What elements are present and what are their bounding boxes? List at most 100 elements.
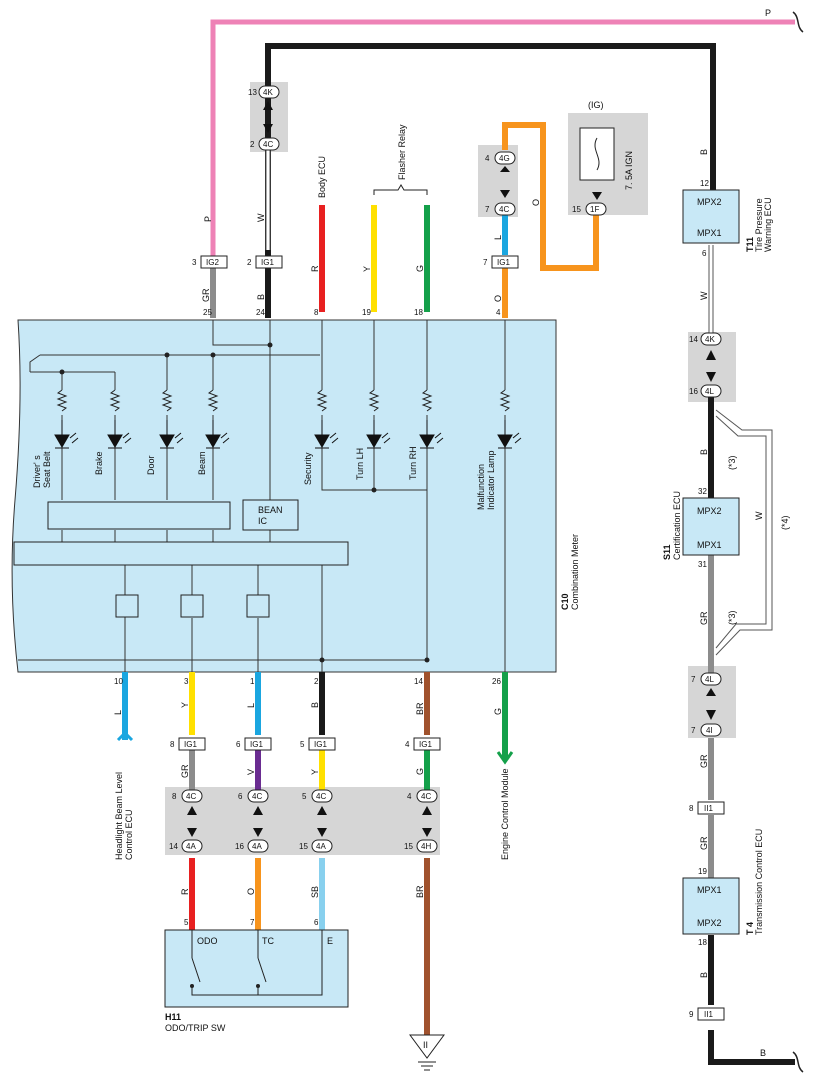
wire-label-v-b: V (246, 769, 256, 775)
pin-4h-b4: 15 (404, 842, 413, 851)
wire-label-g-b: G (415, 768, 425, 775)
pin-4l-right2: 7 (691, 675, 696, 684)
meter-bus-bar (13, 541, 349, 566)
note-3b: (*3) (727, 610, 737, 625)
wire-label-gr-right: GR (699, 611, 709, 625)
wire-end-break-p (792, 11, 804, 33)
wire-label-l-headlight: L (113, 710, 123, 715)
wire-label-r-odo: R (180, 888, 190, 895)
t4-code: T 4 (745, 922, 755, 935)
led-icons (54, 420, 522, 449)
lamp-label-door: Door (146, 455, 156, 475)
tc-label: TC (262, 936, 274, 946)
headlight-ecu-label-1: Headlight Beam Level (114, 772, 124, 860)
connector-4a-b3: 4A (316, 842, 326, 851)
pin-b-ig1-1: 8 (170, 740, 175, 749)
flasher-relay-label: Flasher Relay (397, 124, 407, 180)
lamp-label-turn-lh: Turn LH (355, 448, 365, 480)
pin-4g-top: 4 (485, 154, 490, 163)
arrow-headlight (116, 730, 134, 742)
wire-orange-o-loop (502, 122, 599, 271)
t4-ecu-box (682, 877, 740, 935)
connector-ig2: IG2 (206, 258, 219, 267)
s11-pin-top: 32 (698, 487, 707, 496)
pin-4c-top: 2 (250, 140, 255, 149)
pin-4l-right: 16 (689, 387, 698, 396)
lamp-label-mil-1: Malfunction (476, 464, 486, 510)
connector-4a-b2: 4A (252, 842, 262, 851)
pin-m19: 19 (362, 308, 371, 317)
note-4: (*4) (780, 515, 790, 530)
connector-4c-top2: 4C (499, 205, 509, 214)
connector-ig1-a: IG1 (261, 258, 274, 267)
pin-4c-b2: 6 (238, 792, 243, 801)
switch-box-3 (246, 594, 270, 618)
pin-4k-right: 14 (689, 335, 698, 344)
pin-ig1-top-a: 2 (247, 258, 252, 267)
pin-4c-top2: 7 (485, 205, 490, 214)
wire-label-br-ground: BR (415, 885, 425, 898)
body-ecu-label: Body ECU (317, 156, 327, 198)
connector-ig1-b4: IG1 (419, 740, 432, 749)
wire-label-sb-e: SB (310, 886, 320, 898)
wire-white-bypass (715, 409, 773, 656)
wire-color-labels: P B P W R Y G O L O GR B B W B W GR GR G… (113, 8, 771, 1058)
pin-4a-b1: 14 (169, 842, 178, 851)
t11-top-port: MPX2 (697, 197, 722, 207)
wire-label-o-meter: O (493, 295, 503, 302)
s11-bottom-port: MPX1 (697, 540, 722, 550)
t11-code: T11 (745, 237, 755, 252)
meter-pin-numbers: 25 24 8 19 18 4 10 3 1 2 14 26 5 7 6 (114, 308, 501, 927)
connector-ii1-a: II1 (704, 804, 713, 813)
pin-m14: 14 (414, 677, 423, 686)
pin-m10: 10 (114, 677, 123, 686)
wire-label-b-top: B (256, 294, 266, 300)
resistors (56, 389, 511, 412)
wire-label-br-b: BR (415, 702, 425, 715)
pin-odo-6: 6 (314, 918, 319, 927)
ground-symbol (409, 1034, 445, 1071)
wire-label-gr-b: GR (180, 764, 190, 778)
pin-m25: 25 (203, 308, 212, 317)
odo-label: ODO (197, 936, 218, 946)
ground-label: II (423, 1040, 428, 1050)
meter-code: C10 (560, 593, 570, 610)
headlight-ecu-label-2: Control ECU (124, 809, 134, 860)
meter-name: Combination Meter (570, 534, 580, 610)
pin-b-ig1-3: 5 (300, 740, 305, 749)
wire-label-gr-right-2: GR (699, 754, 709, 768)
wire-pink-p (210, 19, 795, 312)
bean-ic-box (242, 499, 299, 531)
pin-4i-right: 7 (691, 726, 696, 735)
pin-b-ig1-4: 4 (405, 740, 410, 749)
pin-4c-b3: 5 (302, 792, 307, 801)
wire-white-bypass-2 (715, 415, 767, 649)
junction-shade-bottom (165, 787, 440, 855)
odo-switch-contacts (191, 930, 323, 996)
t4-name: Transmission Control ECU (754, 829, 764, 935)
t4-pin-bottom: 18 (698, 938, 707, 947)
connector-4l-right: 4L (705, 387, 714, 396)
connector-4h-b4: 4H (421, 842, 431, 851)
wire-label-b-bottom: B (760, 1048, 766, 1058)
wire-label-p-left: P (203, 216, 213, 222)
connector-ig1-b1: IG1 (184, 740, 197, 749)
connector-4l-right2: 4L (705, 675, 714, 684)
connector-arrows (187, 101, 716, 837)
odo-code: H11 (165, 1012, 181, 1022)
connector-1f: 1F (590, 205, 599, 214)
connector-4k-top: 4K (263, 88, 273, 97)
fuse-icon (594, 137, 600, 171)
lamp-label-brake: Brake (94, 451, 104, 475)
wire-label-r-top: R (310, 265, 320, 272)
pin-m4: 4 (496, 308, 501, 317)
switch-box-1 (115, 594, 139, 618)
t4-bottom-port: MPX2 (697, 918, 722, 928)
pin-4a-b2: 16 (235, 842, 244, 851)
s11-name: Certification ECU (672, 491, 682, 560)
wire-label-gr-right-3: GR (699, 836, 709, 850)
bean-ic-label-1: BEAN (258, 505, 283, 515)
tc-contact-dot (256, 984, 260, 988)
pin-odo-7: 7 (250, 918, 255, 927)
t11-name-2: Warning ECU (763, 197, 773, 252)
